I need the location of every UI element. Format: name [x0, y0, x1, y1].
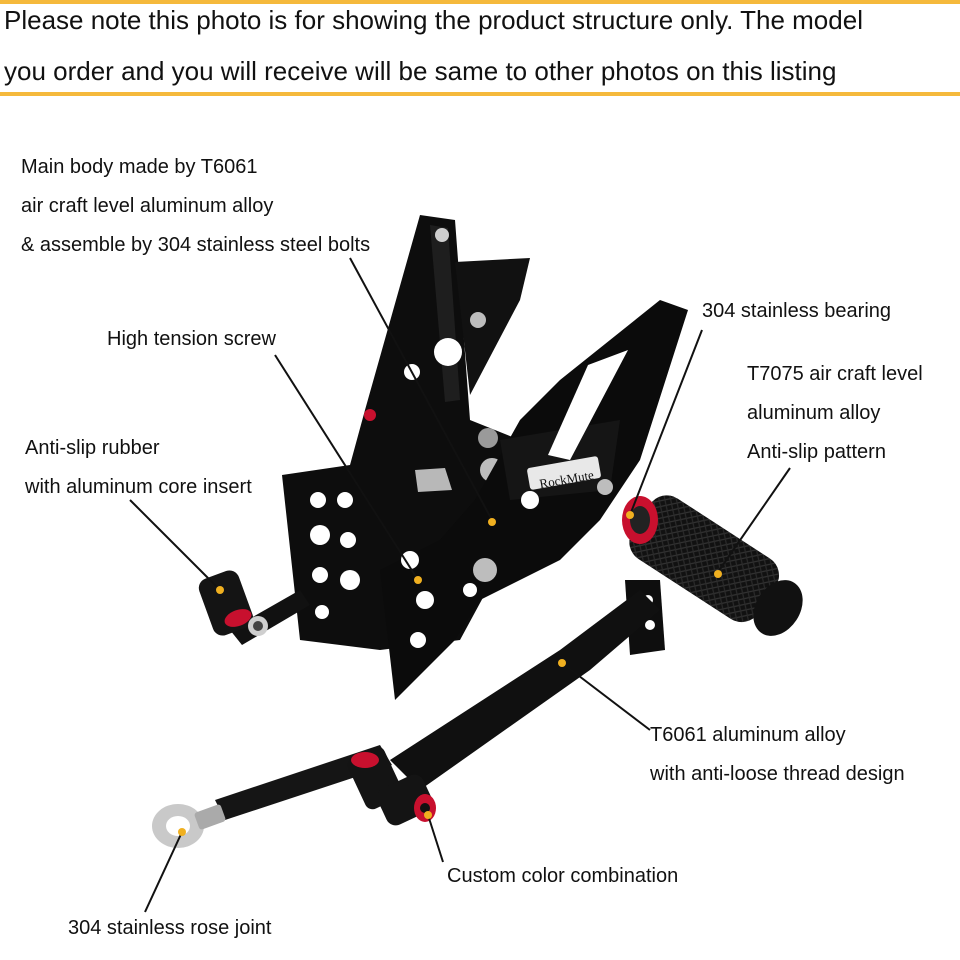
notice-line-1: Please note this photo is for showing th… [4, 5, 863, 35]
callout-rose-joint: 304 stainless rose joint [68, 917, 272, 939]
callout-t6061-line-1: T6061 aluminum alloy [650, 724, 846, 746]
callout-anti-slip-rubber-line-1: Anti-slip rubber [25, 437, 160, 459]
callout-t7075-line-3: Anti-slip pattern [747, 441, 886, 463]
callout-t7075-line-2: aluminum alloy [747, 402, 881, 424]
callout-custom-color: Custom color combination [447, 865, 679, 887]
right-foot-peg [622, 495, 803, 636]
callout-t7075-line-1: T7075 air craft level [747, 363, 923, 385]
shift-lever [152, 590, 660, 848]
left-foot-peg [198, 570, 310, 645]
callout-main-body-line-1: Main body made by T6061 [21, 156, 258, 178]
callout-high-tension-screw: High tension screw [107, 328, 276, 350]
callout-main-body-line-2: air craft level aluminum alloy [21, 195, 274, 217]
callout-anti-slip-rubber-line-2: with aluminum core insert [25, 476, 252, 498]
callout-bearing: 304 stainless bearing [702, 300, 892, 322]
callout-t6061-line-2: with anti-loose thread design [650, 763, 905, 785]
bottom-accent-bar [0, 92, 960, 96]
callout-main-body-line-3: & assemble by 304 stainless steel bolts [21, 234, 371, 256]
top-accent-bar [0, 0, 960, 4]
callout-dots [178, 511, 722, 836]
callout-lines [129, 257, 791, 913]
notice-line-2: you order and you will receive will be s… [4, 56, 837, 86]
front-bracket: RockMute [380, 300, 688, 700]
